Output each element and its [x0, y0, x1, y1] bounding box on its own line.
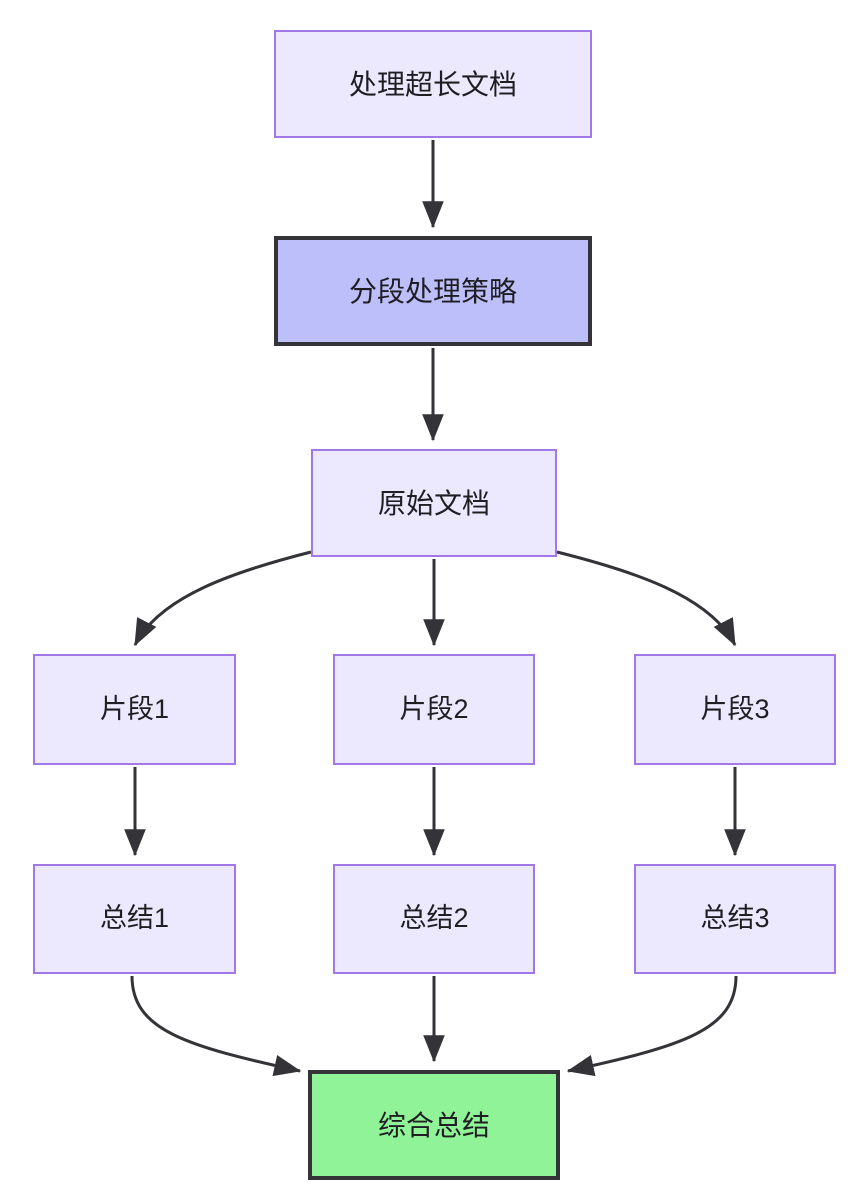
edge-n7-n10: [130, 975, 302, 1077]
node-label: 总结3: [700, 903, 770, 934]
node-label: 总结2: [399, 903, 469, 934]
node-summary-3[interactable]: 总结3: [634, 864, 836, 974]
node-segment-1[interactable]: 片段1: [33, 654, 236, 765]
node-label: 片段1: [99, 693, 170, 724]
edge-n3-n4: [133, 550, 312, 647]
node-label: 分段处理策略: [348, 275, 517, 307]
node-label: 片段3: [700, 693, 770, 724]
node-original-document[interactable]: 原始文档: [311, 449, 557, 557]
node-segment-3[interactable]: 片段3: [634, 654, 836, 765]
node-chunking-strategy[interactable]: 分段处理策略: [274, 236, 592, 346]
node-label: 原始文档: [377, 487, 490, 519]
node-summary-2[interactable]: 总结2: [333, 864, 535, 974]
edge-n3-n6: [556, 550, 737, 647]
node-label: 总结1: [99, 903, 170, 934]
node-summary-1[interactable]: 总结1: [33, 864, 236, 974]
node-segment-2[interactable]: 片段2: [333, 654, 535, 765]
node-label: 片段2: [399, 693, 469, 724]
node-label: 处理超长文档: [348, 68, 517, 100]
node-final-summary[interactable]: 综合总结: [308, 1070, 560, 1180]
edge-n9-n10: [566, 975, 738, 1077]
node-label: 综合总结: [377, 1109, 490, 1141]
node-process-long-document[interactable]: 处理超长文档: [274, 30, 592, 138]
